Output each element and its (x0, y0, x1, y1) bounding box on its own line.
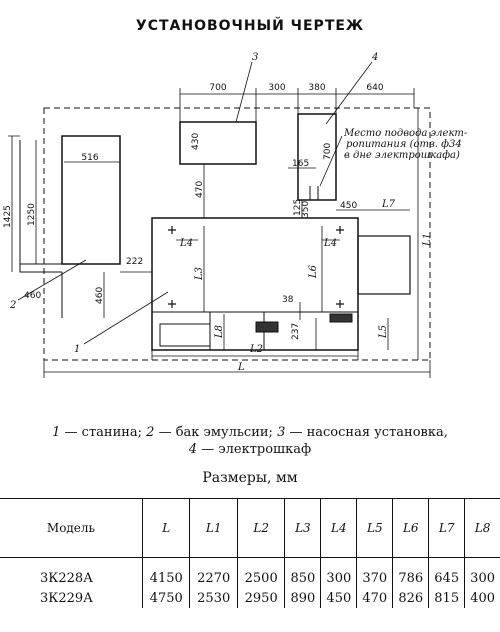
value-cell: 400 (464, 588, 500, 608)
fixing-points (168, 226, 344, 308)
sizes-title: Размеры, мм (202, 470, 298, 486)
dim-470: 470 (195, 181, 205, 198)
value-cell: 850 (284, 557, 321, 588)
value-cell: 4150 (141, 557, 190, 588)
header-L8: L8 (464, 498, 500, 558)
value-cell: 4750 (141, 588, 190, 608)
value-cell: 2950 (236, 588, 285, 608)
dimensions-table: Модель L L1 L2 L3 L4 L5 L6 L7 L8 3К228А … (0, 498, 500, 608)
legend-text: — электрошкаф (197, 442, 312, 457)
dim-L3: L3 (194, 267, 205, 281)
dim-L4-right: L4 (323, 238, 337, 249)
value-cell: 370 (356, 557, 393, 588)
note-line-1: Место подвода элект- (343, 128, 468, 139)
header-L5: L5 (356, 498, 393, 558)
dim-38: 38 (282, 295, 294, 305)
legend-line-1: 1 — станина; 2 — бак эмульсии; 3 — насос… (0, 424, 500, 441)
dim-125: 125 (293, 199, 303, 216)
part-number-1: 1 (74, 344, 80, 355)
legend-num: 2 (146, 425, 155, 440)
note-line-3: в дне электрошкафа) (344, 150, 460, 161)
legend-text: — станина; (60, 425, 147, 440)
table-header-row: Модель L L1 L2 L3 L4 L5 L6 L7 L8 (0, 498, 500, 558)
header-L: L (141, 498, 190, 558)
part-number-3: 3 (252, 52, 258, 63)
legend-num: 1 (52, 425, 61, 440)
pump-unit (179, 121, 257, 165)
dim-L8: L8 (214, 325, 225, 339)
header-L2: L2 (236, 498, 285, 558)
dim-700v: 700 (323, 143, 333, 160)
header-L1: L1 (189, 498, 238, 558)
legend-text: — насосная установка, (285, 425, 448, 440)
dim-237: 237 (291, 323, 301, 340)
legend-num: 4 (188, 442, 198, 457)
dim-L5: L5 (378, 325, 389, 339)
dim-430: 430 (191, 133, 201, 150)
legend-num: 3 (277, 425, 286, 440)
dim-700: 700 (209, 83, 226, 93)
table-row: 3К229А 4750 2530 2950 890 450 470 826 81… (0, 588, 500, 608)
dim-350: 350 (301, 201, 311, 218)
model-header: Модель (0, 498, 143, 558)
dim-L7: L7 (381, 199, 396, 210)
value-cell: 815 (428, 588, 465, 608)
value-cell: 2530 (189, 588, 238, 608)
dim-L4-left: L4 (179, 238, 193, 249)
value-cell: 826 (392, 588, 429, 608)
value-cell: 450 (320, 588, 357, 608)
value-cell: 2500 (236, 557, 285, 588)
value-cell: 300 (320, 557, 357, 588)
model-cell: 3К229А (40, 590, 93, 606)
value-cell: 786 (392, 557, 429, 588)
note-line-2: ропитания (отв. ф34 (346, 139, 462, 150)
part-number-4: 4 (371, 52, 378, 63)
electrical-cabinet (297, 113, 337, 201)
dim-222: 222 (126, 257, 143, 267)
legend-text: — бак эмульсии; (154, 425, 278, 440)
value-cell: 645 (428, 557, 465, 588)
value-cell: 300 (464, 557, 500, 588)
dim-300: 300 (268, 83, 285, 93)
dim-380: 380 (308, 83, 325, 93)
dim-1425: 1425 (3, 205, 13, 228)
part-number-2: 2 (9, 300, 16, 311)
value-cell: 890 (284, 588, 321, 608)
dim-L2: L2 (249, 344, 263, 355)
installation-drawing: 700 300 380 640 516 460 222 165 450 38 4… (3, 52, 468, 378)
legend: 1 — станина; 2 — бак эмульсии; 3 — насос… (0, 424, 500, 458)
value-cell: 470 (356, 588, 393, 608)
dim-L1: L1 (422, 233, 433, 247)
legend-line-2: 4 — электрошкаф (0, 441, 500, 458)
dim-165: 165 (292, 159, 309, 169)
value-cell: 2270 (189, 557, 238, 588)
header-L3: L3 (284, 498, 321, 558)
dim-460v: 460 (95, 287, 105, 304)
page-title: УСТАНОВОЧНЫЙ ЧЕРТЕЖ (135, 18, 365, 34)
header-L6: L6 (392, 498, 429, 558)
dim-L6: L6 (308, 264, 319, 279)
dim-1250: 1250 (27, 203, 37, 226)
model-cell: 3К228А (40, 570, 93, 586)
header-L4: L4 (320, 498, 357, 558)
header-L7: L7 (428, 498, 465, 558)
dim-L: L (237, 362, 245, 373)
dim-640: 640 (366, 83, 383, 93)
dim-516: 516 (81, 153, 98, 163)
table-row: 3К228А 4150 2270 2500 850 300 370 786 64… (0, 557, 500, 588)
dim-450: 450 (340, 201, 357, 211)
dim-460: 460 (24, 291, 41, 301)
